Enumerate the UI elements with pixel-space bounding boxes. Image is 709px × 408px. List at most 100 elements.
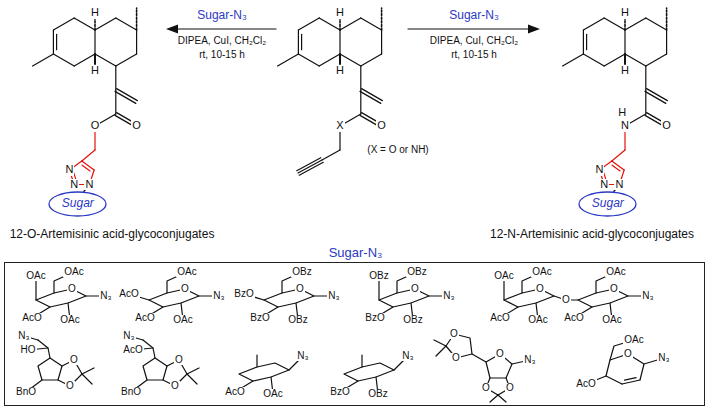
bond [646, 54, 667, 66]
atom-label: H [620, 7, 630, 19]
atom-label: N [69, 179, 79, 191]
panel-heading: Sugar-N₃ [329, 246, 383, 260]
bond [646, 18, 667, 30]
atom-label: H [620, 65, 630, 77]
bond [297, 158, 321, 171]
bond [53, 18, 74, 30]
atom-label: BzO [249, 313, 270, 324]
note: (X = O or NH) [366, 145, 429, 156]
atom-label: O [609, 284, 619, 295]
atom-label: O [561, 295, 571, 306]
atom-label: O [505, 383, 515, 394]
atom-label: O [661, 120, 672, 132]
bond [361, 54, 382, 66]
atom-label: O [170, 381, 180, 392]
sugar-ellipse: Sugar [578, 191, 637, 217]
bond [136, 30, 137, 54]
bond [143, 358, 167, 380]
bond [33, 54, 54, 66]
atom-label: O [376, 120, 387, 132]
bond [74, 18, 95, 30]
atom-label: N [84, 179, 94, 191]
atom-label: BnO [120, 387, 142, 398]
atom-label: OAc [63, 267, 84, 278]
atom-label: H [617, 107, 627, 119]
atom-label: OBz [291, 267, 312, 278]
bond [472, 354, 486, 362]
atom-label: OBz [406, 267, 427, 278]
atom-label: BzO [364, 313, 385, 324]
bond [344, 363, 394, 381]
bond [116, 18, 137, 30]
atom-label: N₃ [212, 291, 225, 302]
ellipse-outline [579, 192, 636, 216]
bond [94, 19, 96, 30]
reagent-label: Sugar-N₃ [196, 9, 248, 22]
bond [583, 30, 584, 54]
atom-label: OAc [176, 267, 197, 278]
atom-label: OBz [368, 271, 389, 282]
atom-label: H [335, 65, 345, 77]
atom-label: OAc [172, 315, 193, 326]
bond [625, 378, 637, 381]
bond [563, 54, 584, 66]
bond [256, 355, 257, 367]
bond [322, 150, 340, 160]
bond [95, 18, 116, 30]
bond [381, 30, 382, 54]
condition-label: rt, 10-15 h [198, 50, 246, 61]
bond [624, 54, 626, 64]
bond [36, 289, 86, 307]
bond [136, 8, 138, 30]
bond [264, 289, 314, 307]
bond [187, 374, 197, 384]
atom-label: H [90, 7, 100, 19]
atom-label: N [594, 164, 604, 176]
atom-label: OAc [59, 315, 80, 326]
atom-label: O [495, 349, 505, 360]
reaction-arrow [408, 28, 530, 29]
bond [666, 30, 667, 54]
condition-label: DIPEA, CuI, CH₂Cl₂ [177, 36, 267, 47]
bond [94, 30, 95, 54]
bond [115, 66, 116, 90]
bond [612, 150, 625, 161]
atom-label: N [620, 120, 630, 132]
bond [298, 18, 319, 30]
caption: 12-O-Artemisinic acid-glycoconjugates [9, 228, 216, 241]
sugar-ellipse: Sugar [48, 191, 107, 217]
atom-label: N₃ [296, 351, 309, 362]
bond [625, 18, 646, 30]
bond [56, 34, 57, 49]
bond [645, 90, 646, 114]
bond [436, 346, 446, 356]
bond [604, 18, 625, 30]
bond [360, 66, 361, 90]
bond [381, 8, 383, 30]
atom-label: N₃ [122, 331, 135, 342]
bond [94, 54, 96, 64]
atom-label: N [64, 164, 74, 176]
bond [339, 54, 341, 64]
atom-label: H [335, 7, 345, 19]
atom-label: OAc [623, 335, 644, 346]
bond [149, 289, 199, 307]
bond [379, 289, 429, 307]
atom-label: N [599, 179, 609, 191]
bond [624, 30, 625, 54]
atom-label: O [67, 284, 77, 295]
atom-label: OAc [531, 267, 552, 278]
atom-label: O [65, 381, 75, 392]
bond [82, 165, 90, 171]
atom-label: O [535, 284, 545, 295]
bond [362, 89, 383, 101]
atom-label: OBz [367, 389, 388, 400]
bond [301, 34, 302, 49]
atom-label: AcO [489, 313, 510, 324]
atom-label: O [90, 120, 101, 132]
atom-label: AcO [118, 289, 139, 300]
bond [187, 368, 199, 374]
atom-label: OAc [601, 315, 622, 326]
bond [95, 54, 116, 66]
